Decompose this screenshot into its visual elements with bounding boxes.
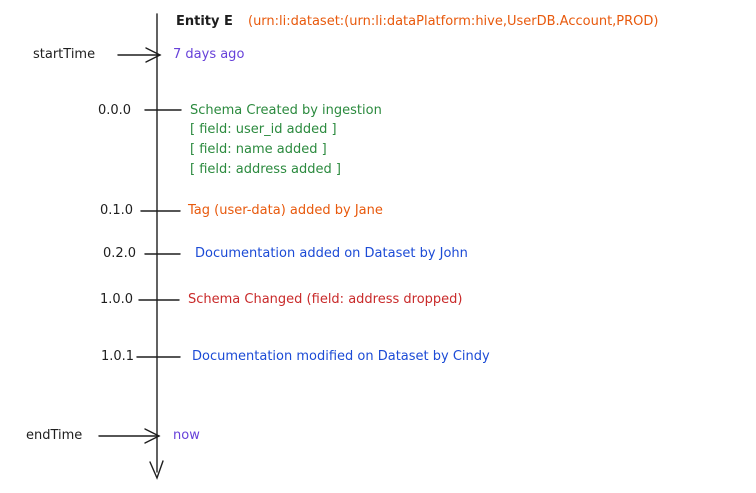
- version-label-1-0-0: 1.0.0: [100, 292, 134, 307]
- start-time-label: startTime: [33, 47, 96, 62]
- end-arrow-head: [144, 428, 161, 444]
- event-text-0-0-0-line-2: [ field: user_id added ]: [190, 122, 337, 137]
- entity-label: Entity E: [176, 14, 233, 29]
- version-label-0-2-0: 0.2.0: [103, 246, 137, 261]
- event-text-0-0-0-line-3: [ field: name added ]: [190, 142, 327, 157]
- event-text-1-0-1: Documentation modified on Dataset by Cin…: [192, 349, 490, 364]
- event-text-1-0-0: Schema Changed (field: address dropped): [188, 292, 463, 307]
- version-label-1-0-1: 1.0.1: [101, 349, 135, 364]
- timeline-arrowhead: [149, 460, 164, 480]
- version-label-0-0-0: 0.0.0: [98, 103, 132, 118]
- start-time-value: 7 days ago: [173, 47, 245, 62]
- version-label-0-1-0: 0.1.0: [100, 203, 134, 218]
- event-text-0-2-0: Documentation added on Dataset by John: [195, 246, 468, 261]
- entity-urn: (urn:li:dataset:(urn:li:dataPlatform:hiv…: [248, 14, 659, 29]
- event-text-0-1-0: Tag (user-data) added by Jane: [188, 203, 383, 218]
- end-time-label: endTime: [26, 428, 83, 443]
- event-text-0-0-0-line-1: Schema Created by ingestion: [190, 103, 382, 118]
- start-arrow-head: [145, 47, 162, 63]
- event-text-0-0-0-line-4: [ field: address added ]: [190, 162, 341, 177]
- end-time-value: now: [173, 428, 200, 443]
